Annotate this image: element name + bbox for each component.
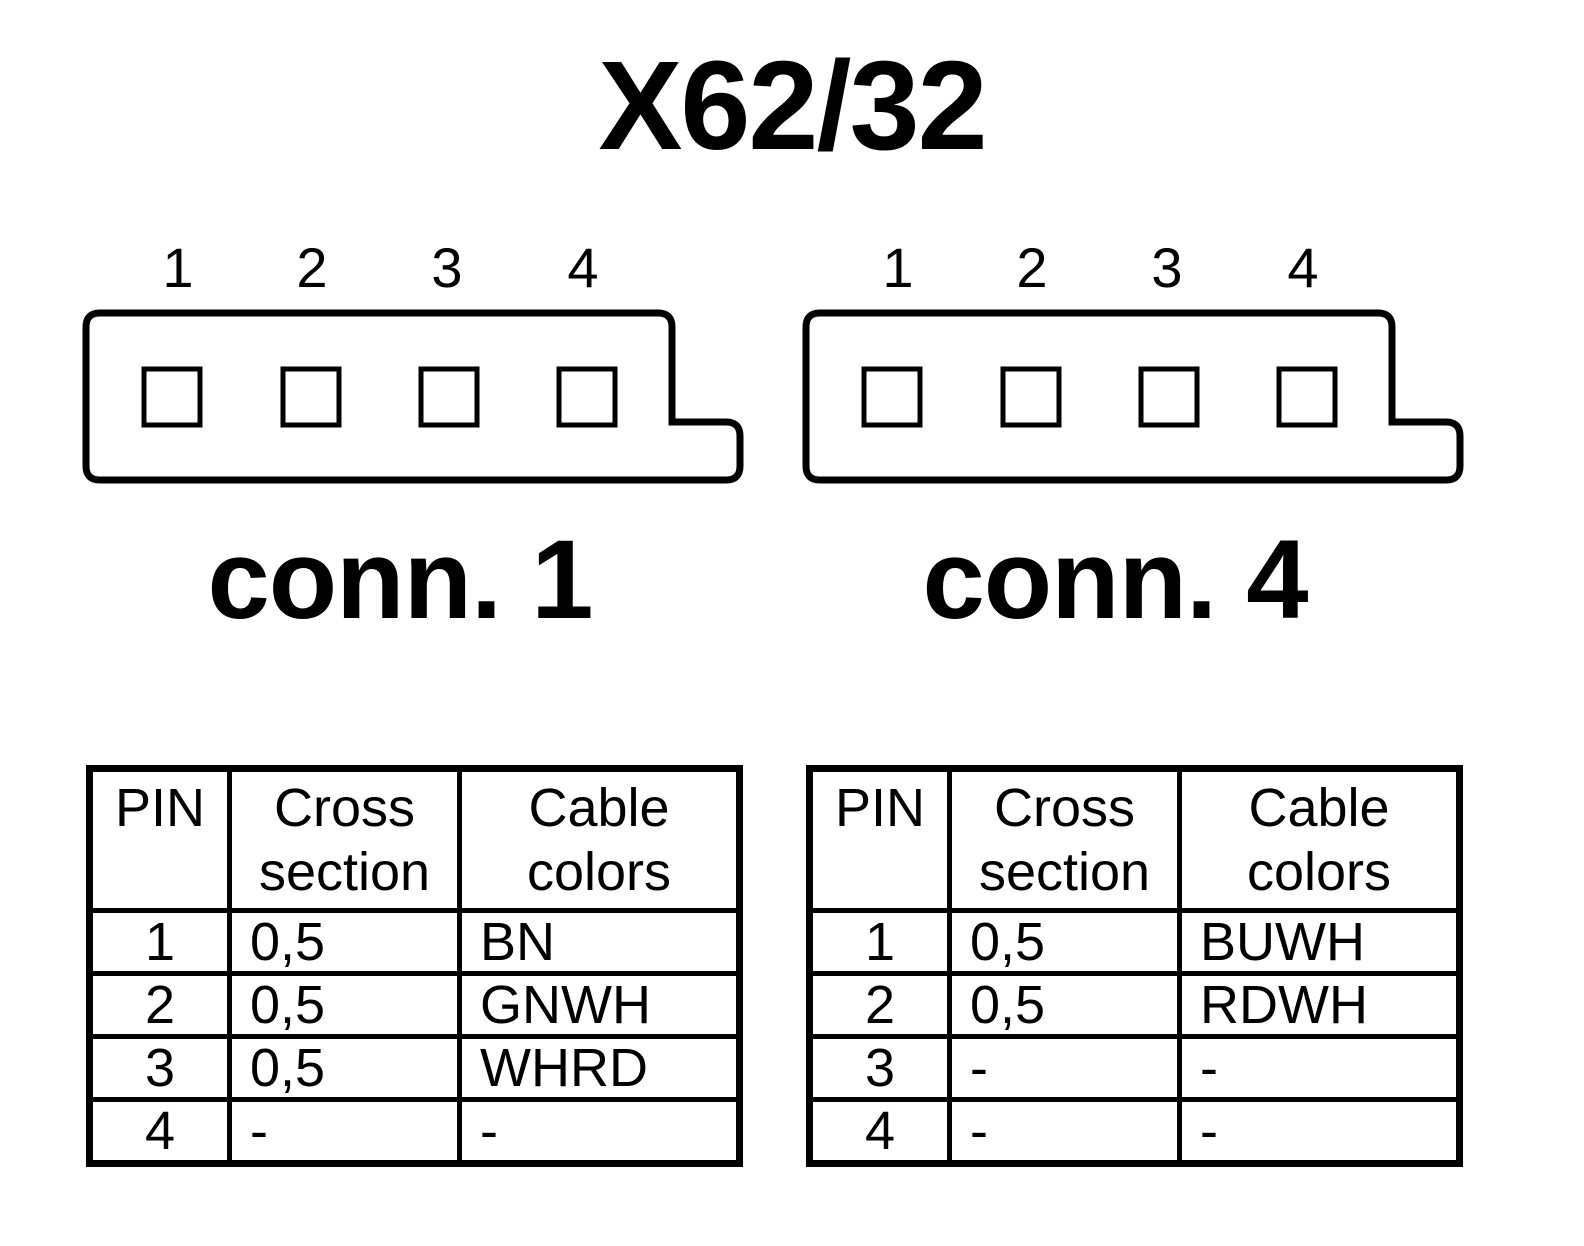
pin-cell: 4 <box>87 1097 232 1166</box>
table-row: 3 - - <box>807 1034 1462 1102</box>
connector-1-label: conn. 1 <box>207 517 593 642</box>
cross-section-cell: 0,5 <box>947 971 1182 1039</box>
connector-4-pin-slot <box>1138 366 1200 428</box>
pin-cell: 1 <box>87 908 232 976</box>
connector-1-pin-number: 2 <box>296 236 327 299</box>
table-row: 4 - - <box>807 1097 1462 1166</box>
pin-header: PIN <box>807 766 952 913</box>
table-row: 3 0,5 WHRD <box>87 1034 742 1102</box>
cable-color-cell: WHRD <box>457 1034 742 1102</box>
pin-cell: 3 <box>807 1034 952 1102</box>
cable-color-cell: GNWH <box>457 971 742 1039</box>
connector-4-pin-number: 4 <box>1287 236 1318 299</box>
connector-1-housing <box>82 309 744 484</box>
pin-cell: 2 <box>807 971 952 1039</box>
connector-4-drawing: 1 2 3 4 <box>802 236 1464 484</box>
table-row: 4 - - <box>87 1097 742 1166</box>
cable-colors-header: Cable colors <box>1177 766 1462 913</box>
pin-cell: 4 <box>807 1097 952 1166</box>
connector-4-pin-table: PIN Cross section Cable colors 1 0,5 BUW… <box>806 765 1463 1167</box>
cross-section-header: Cross section <box>947 766 1182 913</box>
cable-color-cell: BUWH <box>1177 908 1462 976</box>
table-row: 1 0,5 BUWH <box>807 908 1462 976</box>
connector-4-pin-number: 2 <box>1016 236 1047 299</box>
cross-section-cell: - <box>227 1097 462 1166</box>
cable-color-cell: - <box>1177 1034 1462 1102</box>
cable-colors-header: Cable colors <box>457 766 742 913</box>
cable-color-cell: BN <box>457 908 742 976</box>
connector-1-pin-number: 1 <box>162 236 193 299</box>
connector-4-pin-slot <box>861 366 923 428</box>
connector-4-housing <box>802 309 1464 484</box>
connector-1-pin-slot <box>141 366 203 428</box>
connector-4-label: conn. 4 <box>922 517 1308 642</box>
cross-section-header: Cross section <box>227 766 462 913</box>
pin-cell: 2 <box>87 971 232 1039</box>
cross-section-cell: - <box>947 1034 1182 1102</box>
pin-cell: 3 <box>87 1034 232 1102</box>
pin-cell: 1 <box>807 908 952 976</box>
connector-1-pin-number: 3 <box>431 236 462 299</box>
connector-1-pin-number: 4 <box>567 236 598 299</box>
pin-header: PIN <box>87 766 232 913</box>
table-row: 1 0,5 BN <box>87 908 742 976</box>
cross-section-cell: - <box>947 1097 1182 1166</box>
connector-4-pin-slot <box>1276 366 1338 428</box>
connector-4-pin-number: 1 <box>882 236 913 299</box>
connector-1-pin-slot <box>556 366 618 428</box>
connector-4-pin-slot <box>1000 366 1062 428</box>
table-row: 2 0,5 GNWH <box>87 971 742 1039</box>
table-header-row: PIN Cross section Cable colors <box>807 766 1462 913</box>
cable-color-cell: - <box>457 1097 742 1166</box>
connector-1-pin-slot <box>418 366 480 428</box>
diagram-title: X62/32 <box>598 35 987 176</box>
connector-4-pin-number: 3 <box>1151 236 1182 299</box>
cable-color-cell: - <box>1177 1097 1462 1166</box>
cross-section-cell: 0,5 <box>227 908 462 976</box>
cross-section-cell: 0,5 <box>227 1034 462 1102</box>
cross-section-cell: 0,5 <box>947 908 1182 976</box>
table-row: 2 0,5 RDWH <box>807 971 1462 1039</box>
connector-1-pin-slot <box>280 366 342 428</box>
connector-1-pin-table: PIN Cross section Cable colors 1 0,5 BN … <box>86 765 743 1167</box>
cable-color-cell: RDWH <box>1177 971 1462 1039</box>
connector-1-drawing: 1 2 3 4 <box>82 236 744 484</box>
cross-section-cell: 0,5 <box>227 971 462 1039</box>
table-header-row: PIN Cross section Cable colors <box>87 766 742 913</box>
